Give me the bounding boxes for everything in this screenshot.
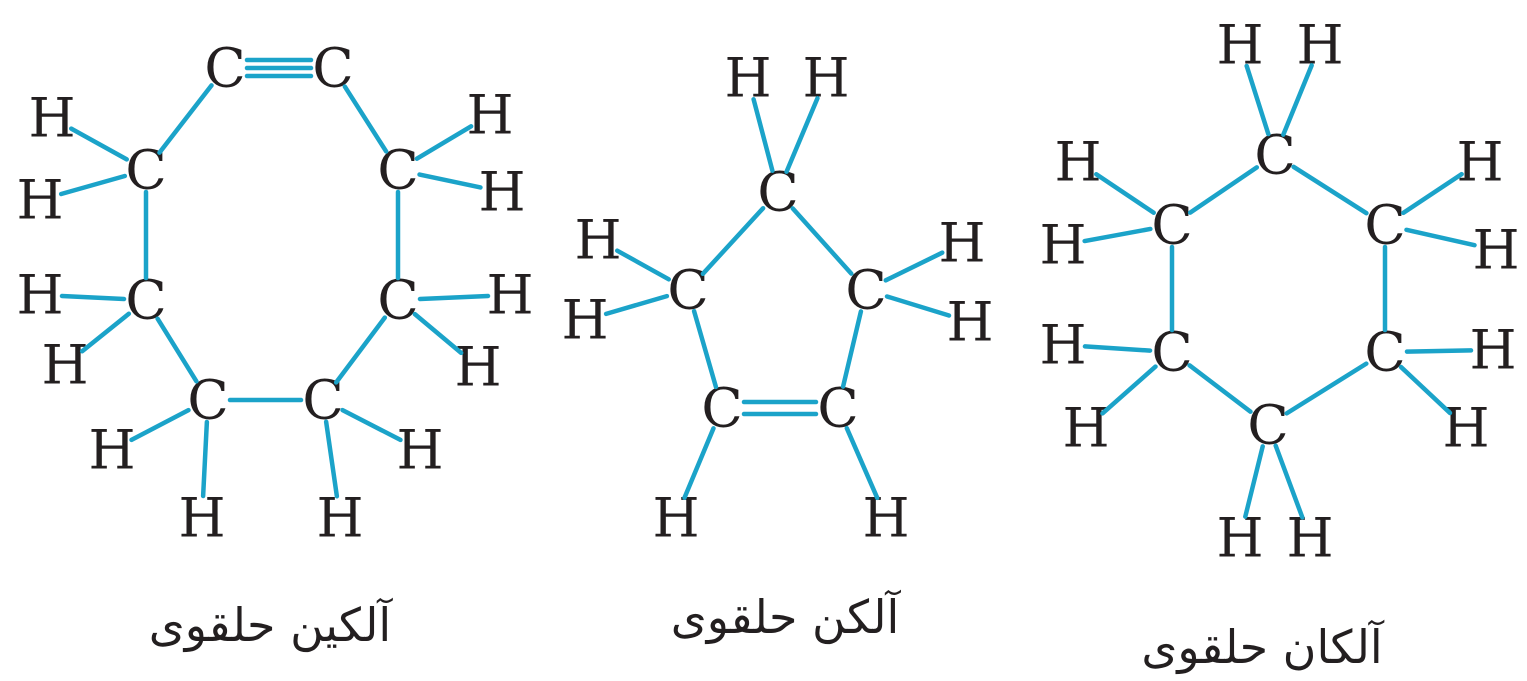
hydrogen-atom: H: [1039, 314, 1086, 377]
caption-cycloalkyne: آلکین حلقوی: [148, 598, 392, 652]
single-bond: [323, 419, 340, 499]
hydrogen-atom: H: [946, 291, 993, 354]
hydrogen-atom: H: [652, 487, 699, 550]
single-bond: [1398, 364, 1453, 416]
single-bond: [1094, 171, 1156, 216]
single-bond: [751, 97, 775, 173]
caption-cycloalkene: آلکن حلقوی: [670, 590, 900, 644]
single-bond: [129, 407, 191, 443]
single-bond: [155, 316, 199, 384]
hydrogen-atom: H: [478, 161, 525, 224]
single-bond: [840, 309, 864, 389]
single-bond: [790, 206, 854, 276]
hydrogen-atom: H: [1062, 397, 1109, 460]
single-bond: [1401, 171, 1464, 216]
hydrogen-atom: H: [16, 264, 63, 327]
hydrogen-atom: H: [1216, 507, 1263, 570]
carbon-atom: C: [845, 259, 886, 322]
hydrogen-atom: H: [1296, 14, 1343, 77]
single-bond: [603, 293, 670, 317]
single-bond: [883, 250, 945, 283]
single-bond: [417, 293, 491, 302]
single-bond: [333, 315, 388, 385]
single-bond: [79, 311, 132, 354]
carbon-atom: C: [667, 259, 708, 322]
hydrogen-atom: H: [1286, 507, 1333, 570]
caption-cycloalkane: آلکان حلقوی: [1141, 620, 1383, 674]
single-bond: [784, 96, 820, 174]
hydrogen-atom: H: [1216, 14, 1263, 77]
single-bond: [1273, 443, 1305, 520]
single-bond: [614, 248, 672, 282]
carbon-atom: C: [817, 377, 858, 440]
carbon-atom: C: [701, 377, 742, 440]
hydrogen-atom: H: [802, 47, 849, 110]
hydrogen-atom: H: [316, 487, 363, 550]
single-bond: [1187, 363, 1253, 414]
carbon-atom: C: [1247, 394, 1288, 457]
single-bond: [1281, 63, 1314, 137]
single-bond: [157, 83, 214, 155]
single-bond: [1404, 227, 1477, 248]
single-bond: [1187, 165, 1260, 215]
hydrogen-atom: H: [28, 87, 75, 150]
single-bond: [412, 311, 464, 356]
single-bond: [1243, 444, 1265, 519]
hydrogen-atom: H: [454, 336, 501, 399]
hydrogen-atom: H: [1442, 397, 1489, 460]
hydrogen-atom: H: [1054, 131, 1101, 194]
single-bond: [1082, 226, 1153, 244]
hydrogen-atom: H: [41, 334, 88, 397]
hydrogen-atom: H: [561, 289, 608, 352]
single-bond: [691, 308, 719, 390]
single-bond: [200, 419, 210, 499]
single-bond: [59, 293, 127, 302]
single-bond: [1404, 348, 1474, 354]
hydrogen-atom: H: [862, 487, 909, 550]
single-bond: [884, 294, 952, 318]
hydrogen-atom: H: [574, 209, 621, 272]
single-bond: [414, 124, 474, 161]
hydrogen-atom: H: [1039, 214, 1086, 277]
hydrogen-atom: H: [16, 169, 63, 232]
hydrogen-atom: H: [1472, 219, 1519, 282]
single-bond: [1082, 344, 1153, 353]
hydrogen-atom: H: [1456, 131, 1503, 194]
single-bond: [1291, 164, 1369, 216]
hydrogen-atom: H: [938, 212, 985, 275]
single-bond: [1244, 63, 1271, 137]
single-bond: [342, 84, 389, 154]
single-bond: [340, 407, 403, 443]
single-bond: [417, 172, 483, 190]
hydrogen-atom: H: [88, 419, 135, 482]
single-bond: [69, 126, 129, 162]
hydrogen-atom: H: [1469, 319, 1516, 382]
single-bond: [58, 173, 128, 197]
hydrogen-atom: H: [724, 47, 771, 110]
hydrogen-atom: H: [466, 84, 513, 147]
single-bond: [682, 426, 716, 500]
carbon-atom: C: [757, 161, 798, 224]
single-bond: [700, 205, 766, 277]
single-bond: [1284, 361, 1369, 416]
single-bond: [844, 425, 880, 501]
single-bond: [1100, 364, 1158, 416]
hydrogen-atom: H: [486, 264, 533, 327]
hydrogen-atom: H: [396, 419, 443, 482]
carbon-atom: C: [1254, 124, 1295, 187]
